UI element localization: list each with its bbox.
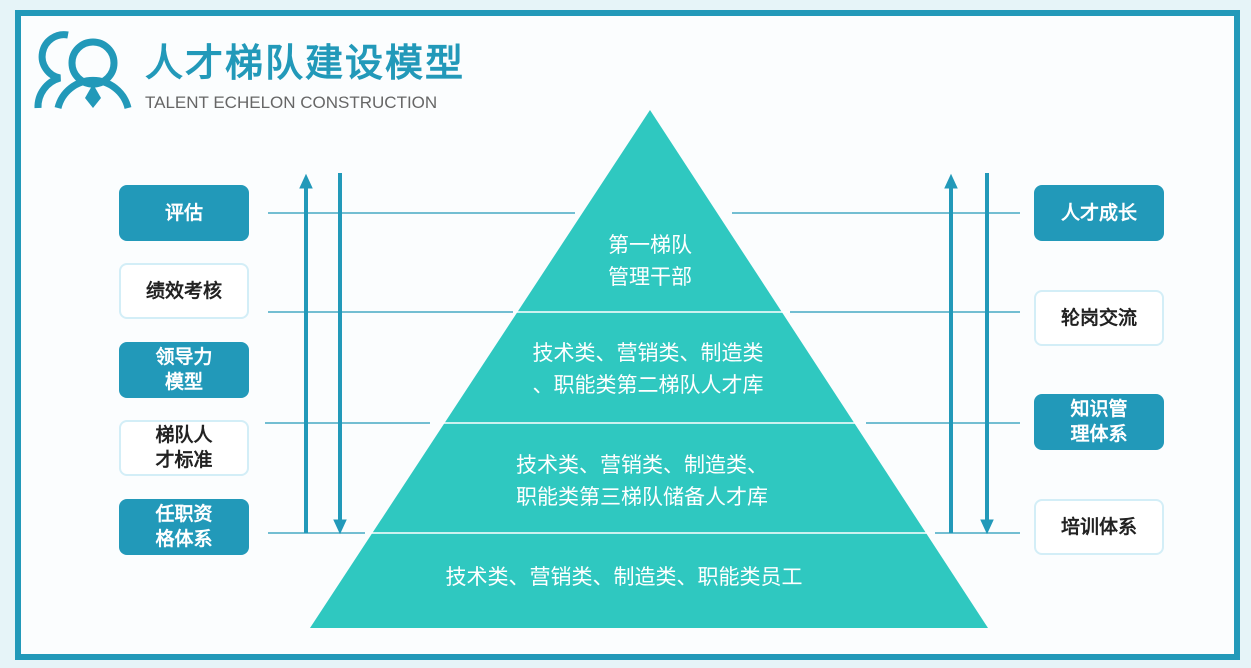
pyramid-level-4: 技术类、营销类、制造类、职能类员工 — [445, 565, 803, 589]
tie-icon — [85, 84, 101, 108]
pyramid-level-3: 技术类、营销类、制造类、职能类第三梯队储备人才库 — [516, 453, 768, 509]
left-box-evaluate: 评估 — [119, 185, 249, 241]
pyramid-level-1: 第一梯队管理干部 — [608, 233, 692, 289]
left-box-leadership: 领导力 模型 — [119, 342, 249, 398]
right-box-rotation: 轮岗交流 — [1034, 290, 1164, 346]
page-title: 人才梯队建设模型 — [145, 41, 466, 85]
pyramid-level-2: 技术类、营销类、制造类、职能类第二梯队人才库 — [532, 341, 764, 397]
level-lines — [265, 212, 1020, 534]
pyramid-dividers — [370, 311, 930, 534]
pyramid — [310, 110, 988, 628]
left-box-qualification: 任职资 格体系 — [119, 499, 249, 555]
people-icon — [34, 31, 132, 109]
left-box-performance: 绩效考核 — [119, 263, 249, 319]
right-box-knowledge: 知识管 理体系 — [1034, 394, 1164, 450]
left-box-standard: 梯队人 才标准 — [119, 420, 249, 476]
right-box-growth: 人才成长 — [1034, 185, 1164, 241]
page-subtitle: TALENT ECHELON CONSTRUCTION — [145, 93, 438, 112]
right-box-training: 培训体系 — [1034, 499, 1164, 555]
